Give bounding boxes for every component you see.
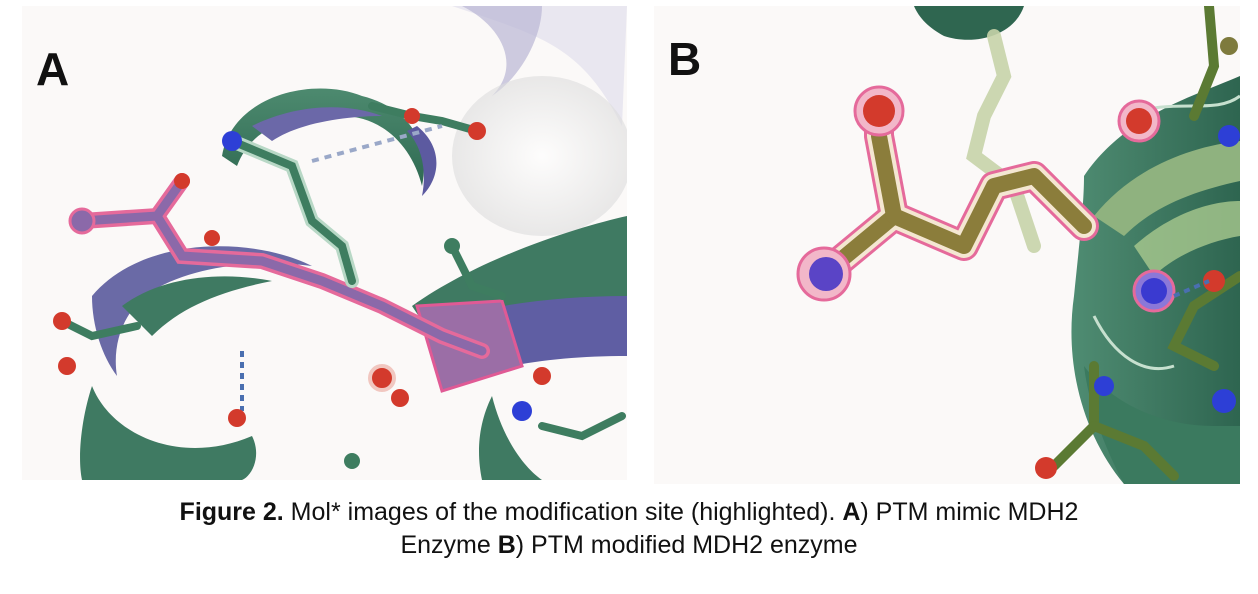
caption-ref-b: B [497,531,516,559]
caption-text-enzyme: Enzyme [400,531,498,559]
panel-a-molecular-image: A [22,6,627,480]
caption-text: Mol* images of the modification site (hi… [283,498,843,526]
panel-b-label: B [668,33,702,85]
caption-line-2: Enzyme B) PTM modified MDH2 enzyme [0,529,1258,562]
caption-text-b: ) PTM modified MDH2 enzyme [515,531,858,559]
panel-a-structure-render [53,6,627,480]
panel-b-structure-render [796,6,1240,484]
caption-text-a: ) PTM mimic MDH2 [860,498,1079,526]
figure-caption: Figure 2. Mol* images of the modificatio… [0,496,1258,562]
figure-label: Figure 2. [179,498,284,526]
panel-b-molecular-image: B [654,6,1240,484]
caption-ref-a: A [842,498,861,526]
panel-a-label: A [36,43,70,95]
caption-line-1: Figure 2. Mol* images of the modificatio… [0,496,1258,529]
